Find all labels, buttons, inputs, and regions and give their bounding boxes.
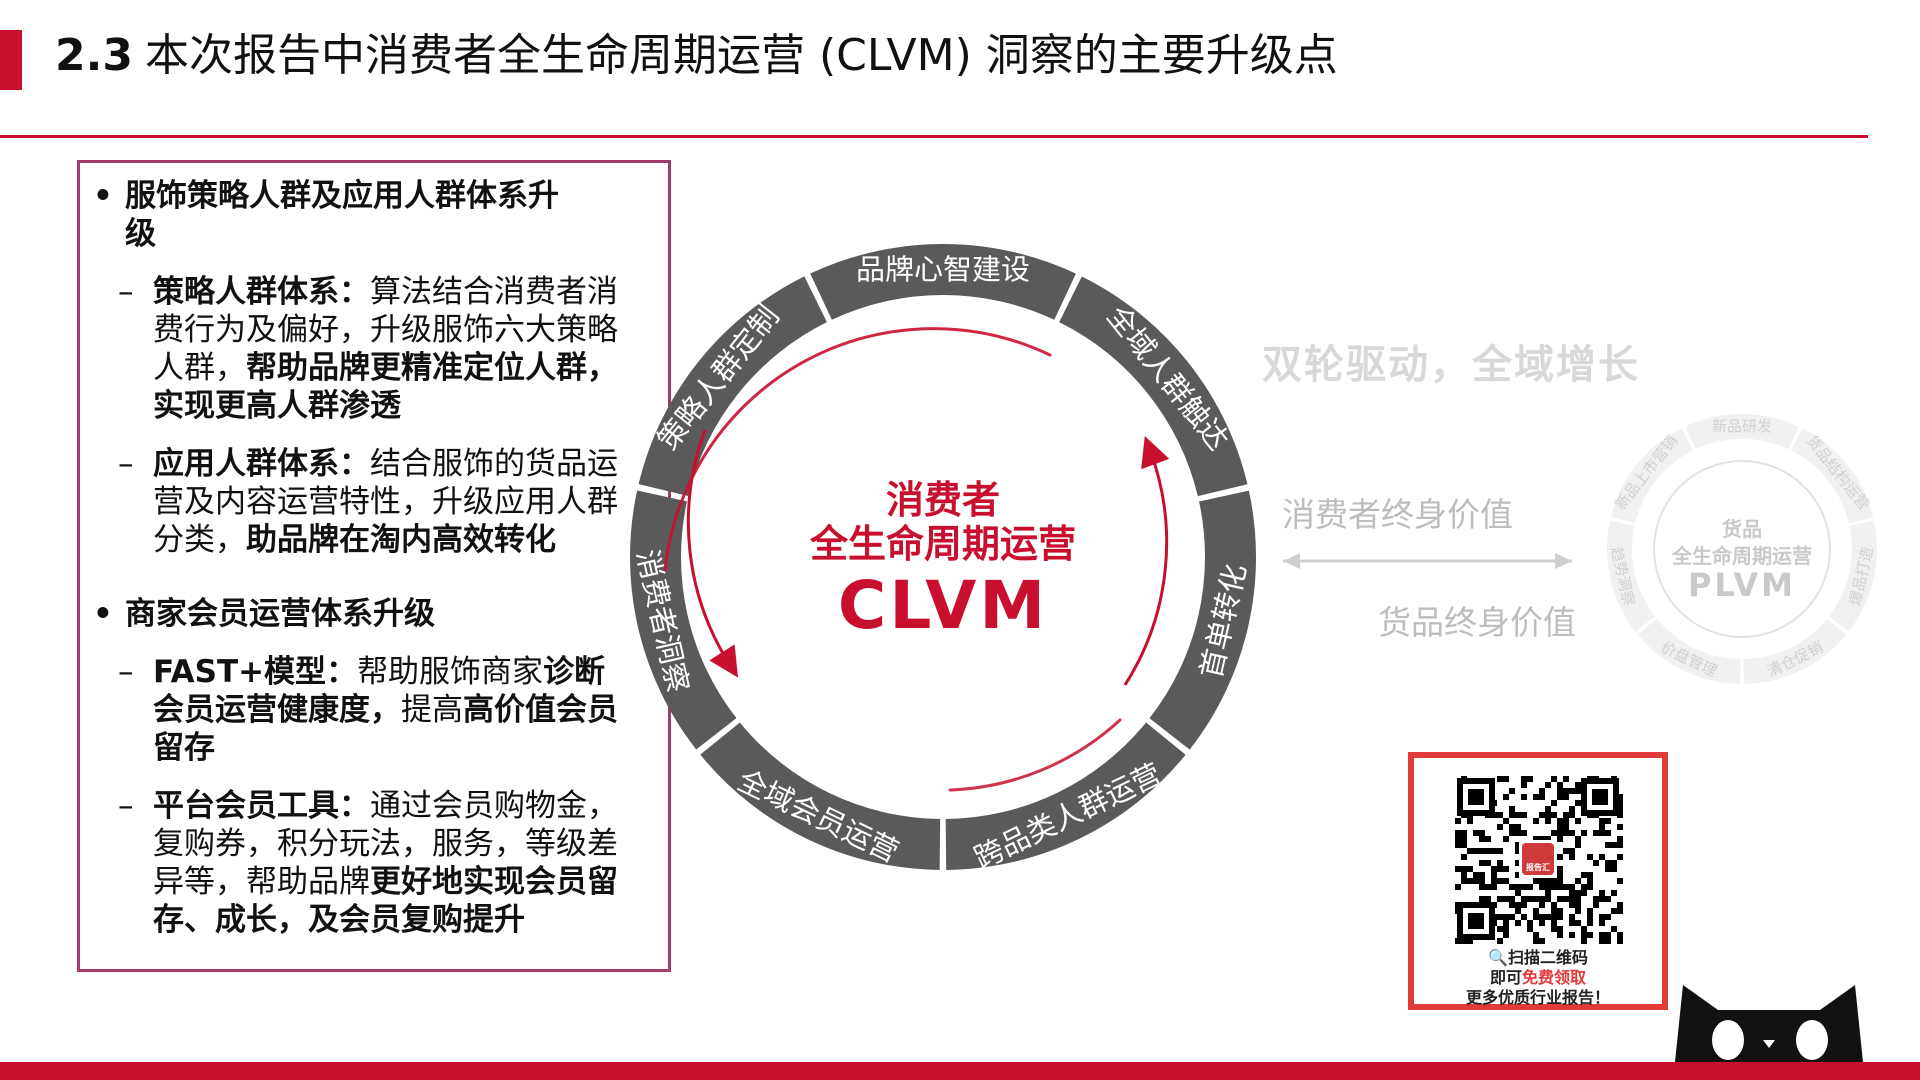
item-emphasis: 助品牌在淘内高效转化 — [246, 522, 556, 558]
qr-line2-text: 即可 — [1489, 968, 1522, 987]
plvm-center-line3: PLVM — [1687, 566, 1797, 604]
plvm-segment-label: 新品上市营销 — [1611, 432, 1681, 514]
item-text: 复购券，积分玩法，服务，等级差 — [153, 826, 618, 862]
item-emphasis: 高价值会员 — [463, 692, 618, 728]
item-emphasis: 帮助品牌更精准定位人群， — [246, 350, 618, 386]
dash-marker: – — [118, 654, 134, 690]
section-number: 2.3 — [55, 30, 133, 81]
item-label: 平台会员工具： — [153, 788, 370, 824]
item-emphasis: 留存 — [153, 730, 215, 766]
item-emphasis: 存、成长，及会员复购提升 — [153, 902, 525, 938]
section-heading-membership: • 商家会员运营体系升级 — [93, 595, 658, 633]
item-fast-model: – FAST+模型：帮助服饰商家诊断 会员运营健康度，提高高价值会员 留存 — [93, 653, 658, 767]
item-emphasis: 更好地实现会员留 — [370, 864, 618, 900]
product-lifetime-value-label: 货品终身价值 — [1378, 603, 1576, 642]
item-label: 策略人群体系： — [153, 274, 370, 310]
clvm-segment — [945, 722, 1186, 870]
dash-marker: – — [118, 788, 134, 824]
item-application-crowd: – 应用人群体系：结合服饰的货品运 营及内容运营特性，升级应用人群 分类，助品牌… — [93, 445, 658, 559]
qr-line-1: 🔍扫描二维码 — [1414, 948, 1662, 968]
dash-marker: – — [118, 274, 134, 310]
upgrade-points-panel: • 服饰策略人群及应用人群体系升 级 – 策略人群体系：算法结合消费者消 费行为… — [77, 160, 671, 972]
title-text: 本次报告中消费者全生命周期运营 (CLVM) 洞察的主要升级点 — [144, 30, 1338, 81]
clvm-segment-label: 品牌心智建设 — [856, 252, 1030, 286]
clvm-center-line2: 全生命周期运营 — [809, 522, 1076, 566]
consumer-lifetime-value-label: 消费者终身价值 — [1282, 495, 1513, 534]
plvm-segment — [1610, 428, 1694, 524]
double-arrow-left-head — [1283, 553, 1300, 569]
tmall-cat-logo — [1675, 985, 1863, 1062]
plvm-segment-label: 货品结构运营 — [1803, 432, 1873, 514]
clvm-segment — [1149, 490, 1256, 750]
qr-line-2: 即可免费领取 — [1414, 968, 1662, 988]
item-emphasis: 诊断 — [543, 654, 606, 690]
arrow-left-down — [686, 429, 739, 678]
qr-line2-emphasis: 免费领取 — [1522, 968, 1587, 987]
plvm-segment — [1685, 413, 1800, 450]
item-label: FAST+模型： — [153, 654, 358, 690]
item-text: 通过会员购物金， — [370, 788, 618, 824]
plvm-center-line1: 货品 — [1722, 517, 1762, 541]
item-text: 结合服饰的货品运 — [370, 446, 618, 482]
qr-code-image[interactable] — [1453, 774, 1623, 944]
clvm-segment-label: 全域人群触达 — [1100, 299, 1235, 456]
item-text: 提高 — [401, 692, 463, 728]
plvm-segment — [1791, 428, 1874, 524]
footer-bar — [0, 1062, 1920, 1080]
double-arrow-right-head — [1555, 553, 1572, 569]
item-strategy-crowd: – 策略人群体系：算法结合消费者消 费行为及偏好，升级服饰六大策略 人群，帮助品… — [93, 273, 658, 425]
clvm-ring — [630, 243, 1256, 870]
clvm-segment — [630, 490, 737, 750]
plvm-segment-label: 新品研发 — [1712, 417, 1772, 435]
plvm-segment — [1828, 520, 1877, 632]
item-text: 人群， — [153, 350, 246, 386]
plvm-inner-circle — [1653, 460, 1831, 638]
clvm-segment — [810, 243, 1076, 320]
section-heading-apparel: • 服饰策略人群及应用人群体系升 级 — [93, 177, 658, 253]
title-divider — [0, 135, 1868, 138]
item-text: 费行为及偏好，升级服饰六大策略 — [153, 312, 618, 348]
arrow-right-up — [1123, 435, 1170, 686]
arc-bottom-decoration — [948, 718, 1122, 792]
plvm-center-line2: 全生命周期运营 — [1672, 544, 1812, 568]
item-label: 应用人群体系： — [153, 446, 370, 482]
magnifier-icon: 🔍 — [1488, 948, 1508, 967]
plvm-segment — [1607, 520, 1656, 632]
bullet-dot: • — [93, 596, 113, 632]
item-text: 帮助服饰商家 — [357, 654, 544, 690]
bullet-dot: • — [93, 178, 113, 214]
item-text: 分类， — [153, 522, 246, 558]
plvm-ring — [1607, 413, 1877, 684]
heading-line: 商家会员运营体系升级 — [125, 596, 435, 632]
double-wheel-heading: 双轮驱动，全域增长 — [1262, 342, 1640, 388]
item-member-tools: – 平台会员工具：通过会员购物金， 复购券，积分玩法，服务，等级差 异等，帮助品… — [93, 787, 658, 939]
qr-badge: 报告汇 — [1526, 863, 1550, 872]
clvm-segment — [1059, 276, 1248, 497]
arc-top-decoration — [663, 327, 1052, 572]
qr-line3: 更多优质行业报告！ — [1465, 988, 1610, 1007]
clvm-segment — [700, 722, 941, 870]
clvm-segment-label: 策略人群定制 — [651, 299, 786, 456]
clvm-segment — [638, 276, 827, 496]
plvm-segment — [1743, 618, 1847, 684]
item-emphasis: 会员运营健康度， — [153, 692, 401, 728]
heading-line: 级 — [125, 216, 156, 252]
item-text: 算法结合消费者消 — [370, 274, 618, 310]
plvm-segment — [1637, 618, 1741, 684]
heading-line: 服饰策略人群及应用人群体系升 — [125, 178, 559, 214]
dash-marker: – — [118, 446, 134, 482]
item-text: 营及内容运营特性，升级应用人群 — [153, 484, 618, 520]
title-accent-bar — [0, 30, 22, 90]
qr-code-card[interactable]: 报告汇 🔍扫描二维码 即可免费领取 更多优质行业报告！ — [1408, 752, 1668, 1010]
clvm-center-line1: 消费者 — [885, 478, 1000, 522]
clvm-center-line3: CLVM — [837, 567, 1049, 644]
item-emphasis: 实现更高人群渗透 — [153, 388, 401, 424]
qr-line1-text: 扫描二维码 — [1507, 948, 1588, 967]
item-text: 异等，帮助品牌 — [153, 864, 370, 900]
